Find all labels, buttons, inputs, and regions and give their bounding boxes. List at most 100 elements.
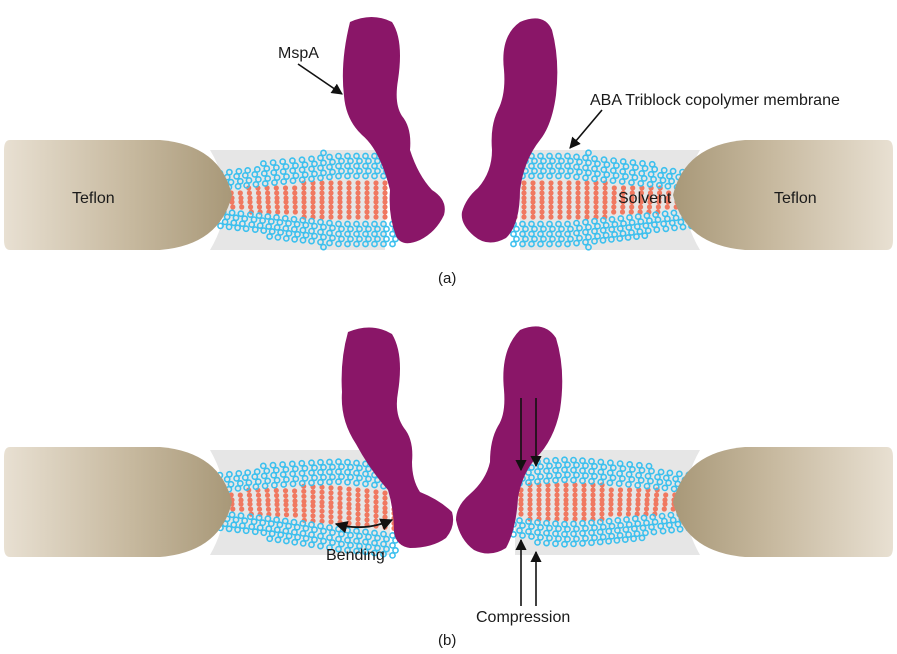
hydrophobic-bead (599, 492, 604, 497)
hydrophilic-bead (390, 241, 395, 246)
hydrophobic-bead (545, 487, 550, 492)
hydrophobic-bead (599, 501, 604, 506)
hydrophobic-bead (382, 190, 387, 195)
hydrophobic-bead (238, 502, 243, 507)
hydrophobic-bead (337, 209, 342, 214)
hydrophobic-bead (230, 506, 235, 511)
hydrophobic-bead (284, 204, 289, 209)
hydrophobic-bead (590, 501, 595, 506)
hydrophobic-bead (346, 492, 351, 497)
hydrophobic-bead (364, 204, 369, 209)
panel-a-caption: (a) (438, 270, 456, 287)
hydrophobic-bead (539, 190, 544, 195)
hydrophobic-bead (530, 180, 535, 185)
hydrophobic-bead (266, 204, 271, 209)
hydrophobic-bead (328, 180, 333, 185)
hydrophobic-bead (575, 209, 580, 214)
hydrophobic-bead (364, 209, 369, 214)
hydrophobic-bead (355, 487, 360, 492)
hydrophobic-bead (593, 190, 598, 195)
hydrophobic-bead (373, 489, 378, 494)
hydrophobic-bead (548, 185, 553, 190)
hydrophobic-bead (292, 488, 297, 493)
hydrophobic-bead (608, 506, 613, 511)
hydrophobic-bead (364, 507, 369, 512)
hydrophobic-bead (256, 493, 261, 498)
hydrophobic-bead (355, 497, 360, 502)
hydrophobic-bead (373, 518, 378, 523)
hydrophobic-bead (319, 514, 324, 519)
hydrophobic-bead (247, 493, 252, 498)
hydrophobic-bead (554, 492, 559, 497)
hydrophobic-bead (302, 508, 307, 513)
hydrophobic-bead (301, 199, 306, 204)
hydrophobic-bead (609, 487, 614, 492)
hydrophobic-bead (337, 214, 342, 219)
mspa-label: MspA (278, 45, 319, 62)
hydrophobic-bead (566, 214, 571, 219)
hydrophobic-bead (302, 513, 307, 518)
hydrophobic-bead (602, 199, 607, 204)
hydrophobic-bead (521, 199, 526, 204)
hydrophilic-bead (511, 241, 516, 246)
hydrophobic-bead (575, 190, 580, 195)
hydrophobic-bead (319, 490, 324, 495)
hydrophobic-bead (627, 492, 632, 497)
hydrophobic-bead (527, 492, 532, 497)
hydrophobic-bead (337, 486, 342, 491)
hydrophobic-bead (373, 185, 378, 190)
hydrophobic-bead (274, 502, 279, 507)
hydrophobic-bead (593, 204, 598, 209)
hydrophobic-bead (617, 501, 622, 506)
hydrophobic-bead (310, 209, 315, 214)
hydrophobic-bead (590, 506, 595, 511)
hydrophobic-bead (373, 199, 378, 204)
hydrophobic-bead (557, 180, 562, 185)
hydrophobic-bead (346, 185, 351, 190)
hydrophobic-bead (283, 493, 288, 498)
hydrophobic-bead (521, 180, 526, 185)
hydrophobic-bead (557, 209, 562, 214)
hydrophobic-bead (618, 487, 623, 492)
hydrophobic-bead (627, 487, 632, 492)
hydrophobic-bead (355, 521, 360, 526)
hydrophobic-bead (328, 519, 333, 524)
hydrophobic-bead (548, 180, 553, 185)
hydrophobic-bead (603, 190, 608, 195)
hydrophobic-bead (566, 180, 571, 185)
hydrophobic-bead (373, 209, 378, 214)
hydrophobic-bead (584, 190, 589, 195)
hydrophobic-bead (328, 204, 333, 209)
hydrophobic-bead (572, 487, 577, 492)
hydrophobic-bead (581, 487, 586, 492)
hydrophobic-bead (328, 504, 333, 509)
hydrophobic-bead (310, 489, 315, 494)
hydrophobic-bead (274, 199, 279, 204)
hydrophobic-bead (265, 493, 270, 498)
hydrophobic-bead (584, 185, 589, 190)
hydrophobic-bead (611, 199, 616, 204)
hydrophobic-bead (609, 492, 614, 497)
hydrophobic-bead (310, 513, 315, 518)
hydrophobic-bead (548, 209, 553, 214)
hydrophobic-bead (545, 506, 550, 511)
hydrophobic-bead (382, 525, 387, 530)
hydrophobic-bead (382, 209, 387, 214)
hydrophobic-bead (310, 190, 315, 195)
hydrophobic-bead (654, 492, 659, 497)
hydrophobic-bead (346, 487, 351, 492)
hydrophobic-bead (373, 499, 378, 504)
hydrophobic-bead (293, 507, 298, 512)
hydrophobic-bead (382, 496, 387, 501)
hydrophobic-bead (548, 204, 553, 209)
hydrophobic-bead (557, 185, 562, 190)
hydrophobic-bead (364, 517, 369, 522)
teflon-label-right: Teflon (774, 190, 817, 207)
hydrophobic-bead (554, 501, 559, 506)
hydrophobic-bead (548, 190, 553, 195)
hydrophobic-bead (266, 507, 271, 512)
hydrophobic-bead (530, 185, 535, 190)
hydrophobic-bead (355, 492, 360, 497)
hydrophobic-bead (590, 487, 595, 492)
hydrophobic-bead (566, 190, 571, 195)
